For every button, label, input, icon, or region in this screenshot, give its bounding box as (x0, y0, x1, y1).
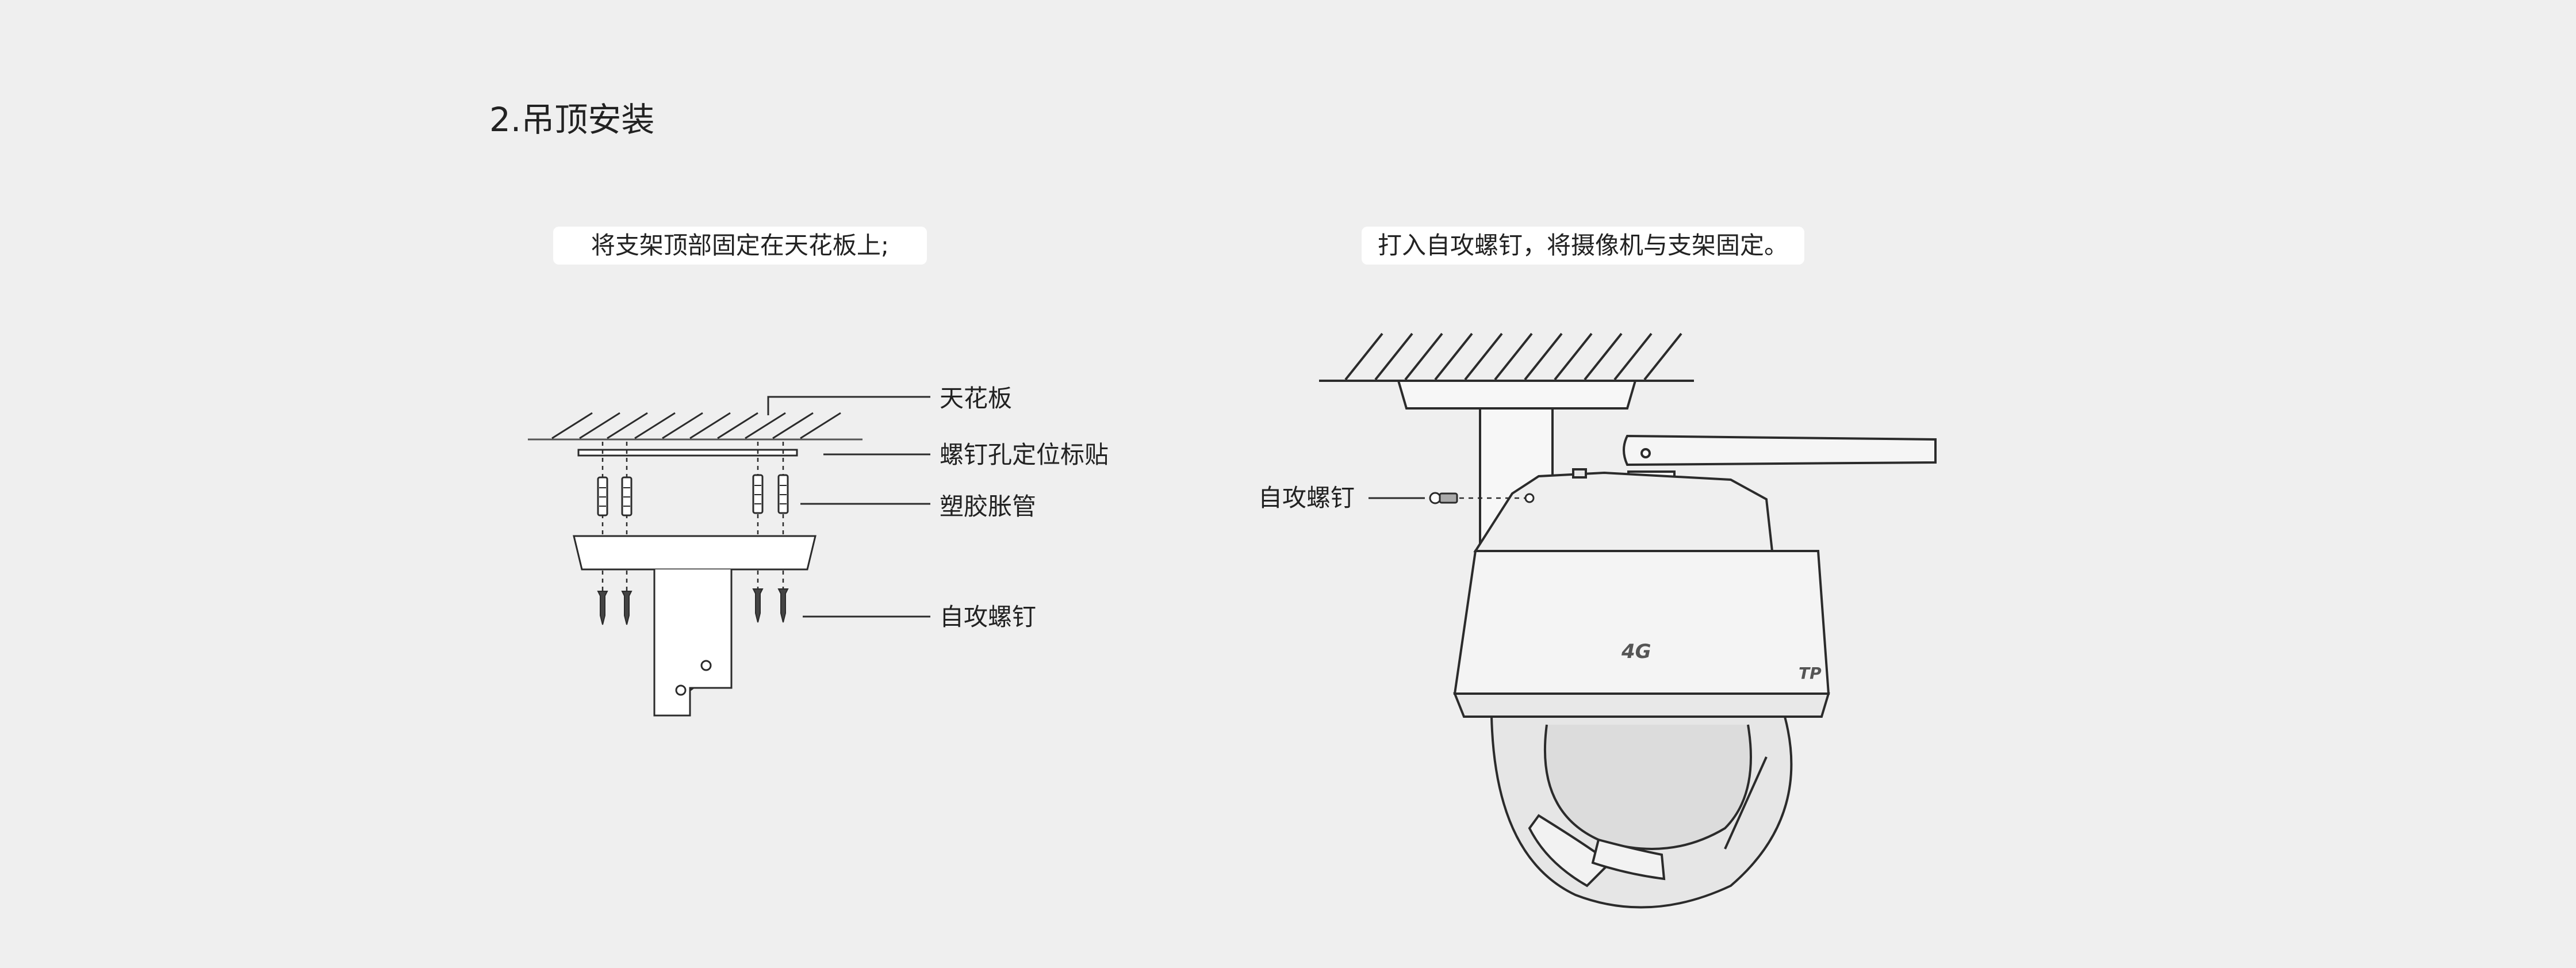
bracket-left (573, 535, 816, 717)
left-ceiling (528, 412, 862, 441)
step-caption-right: 打入自攻螺钉，将摄像机与支架固定。 (1362, 227, 1804, 265)
screw-right (1368, 492, 1535, 504)
label-anchor: 塑胶胀管 (940, 492, 1037, 521)
camera-badge: 4G (1621, 640, 1651, 663)
camera-badge-text: 4G (1621, 640, 1651, 663)
step-caption-left: 将支架顶部固定在天花板上; (553, 227, 927, 265)
leader-lines-left (767, 396, 930, 618)
section-title: 2.吊顶安装 (489, 100, 655, 139)
right-ceiling (1319, 332, 1694, 382)
label-sticker: 螺钉孔定位标贴 (940, 441, 1109, 469)
camera-brand-text: TP (1799, 664, 1822, 683)
guide-lines (601, 442, 784, 592)
camera-brand: TP (1799, 664, 1822, 683)
camera-body (1453, 468, 1830, 718)
camera-dome (1490, 716, 1793, 909)
label-screw-left: 自攻螺钉 (940, 603, 1037, 631)
sticker-strip (577, 449, 798, 457)
screws-left (597, 588, 789, 625)
label-ceiling: 天花板 (940, 384, 1013, 412)
label-screw-right: 自攻螺钉 (1258, 484, 1355, 512)
